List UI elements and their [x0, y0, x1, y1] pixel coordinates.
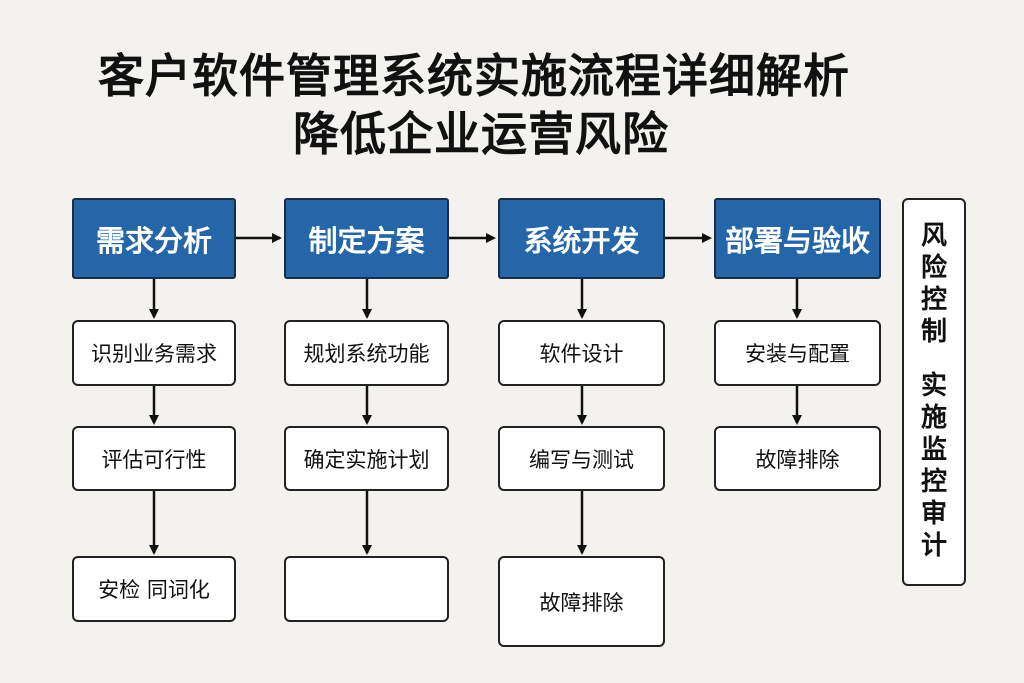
step-column1-final: 安检 同词化: [72, 556, 236, 622]
diagram-title: 客户软件管理系统实施流程详细解析: [98, 49, 850, 103]
step-confirm-implementation-plan: 确定实施计划: [284, 426, 449, 491]
step-identify-business-needs: 识别业务需求: [72, 320, 236, 386]
step-install-and-configure: 安装与配置: [714, 320, 881, 386]
step-software-design: 软件设计: [498, 320, 665, 386]
diagram-subtitle: 降低企业运营风险: [293, 107, 669, 161]
step-troubleshooting-dev: 故障排除: [498, 556, 665, 647]
stage-system-development: 系统开发: [498, 198, 665, 279]
stage-plan-solution: 制定方案: [284, 198, 449, 279]
step-column2-empty: [284, 556, 449, 622]
step-troubleshooting-deploy: 故障排除: [714, 426, 881, 491]
monitoring-audit-label: 实施监控审计: [920, 371, 947, 561]
risk-control-label: 风险控制: [920, 221, 947, 347]
step-plan-system-functions: 规划系统功能: [284, 320, 449, 386]
risk-control-panel: 风险控制 实施监控审计: [902, 198, 966, 586]
stage-requirements-analysis: 需求分析: [72, 198, 236, 279]
stage-deploy-and-accept: 部署与验收: [714, 198, 881, 279]
step-assess-feasibility: 评估可行性: [72, 426, 236, 491]
step-write-and-test: 编写与测试: [498, 426, 665, 491]
